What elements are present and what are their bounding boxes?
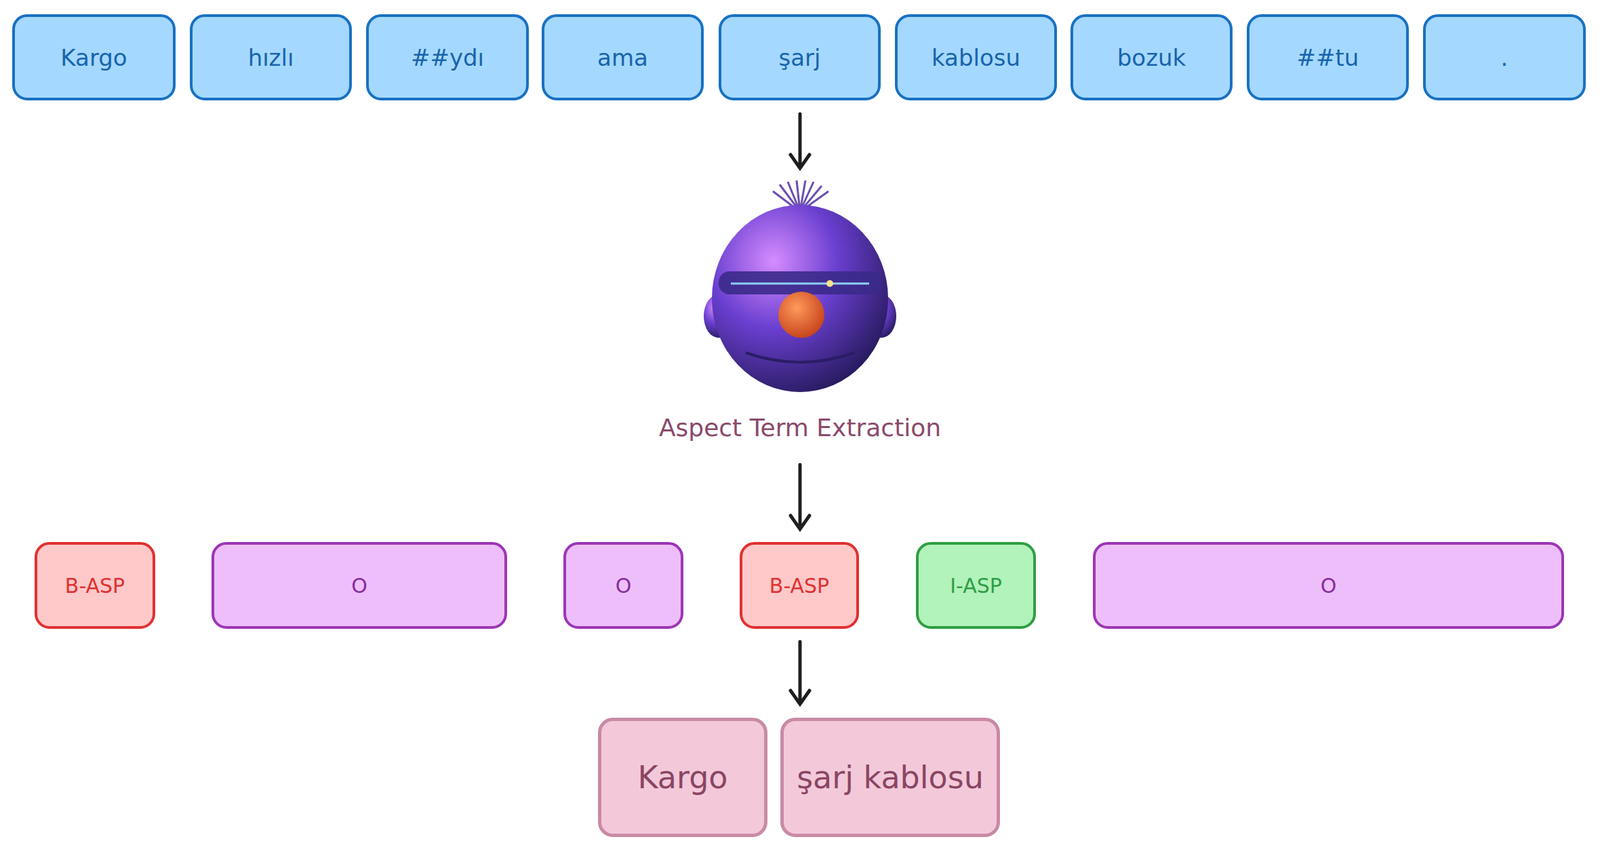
node-text: ama — [597, 44, 649, 72]
inside-tag-box: I-ASP — [915, 541, 1036, 629]
begin-tag-box: B-ASP — [34, 541, 156, 629]
node-text: ##tu — [1296, 44, 1360, 72]
begin-tag-box: B-ASP — [739, 541, 859, 629]
node-text: kablosu — [931, 44, 1021, 72]
node-text: . — [1501, 44, 1509, 72]
token-box: ##ydı — [366, 14, 529, 101]
token-box: ama — [541, 14, 704, 101]
node-text: B-ASP — [769, 573, 830, 598]
node-text: Kargo — [637, 758, 729, 796]
token-box: . — [1423, 14, 1586, 101]
token-box: hızlı — [189, 14, 352, 101]
token-box: kablosu — [894, 14, 1057, 101]
token-box: Kargo — [12, 14, 176, 101]
node-text: B-ASP — [65, 573, 125, 598]
token-box: şarj — [718, 14, 881, 101]
node-text: O — [351, 573, 368, 598]
node-text: I-ASP — [949, 573, 1003, 598]
outside-tag-box: O — [563, 541, 684, 629]
node-text: Kargo — [60, 44, 127, 72]
node-text: hızlı — [248, 44, 295, 72]
node-text: O — [1320, 573, 1337, 598]
node-text: şarj — [778, 44, 822, 72]
token-box: bozuk — [1070, 14, 1233, 101]
aspect-term-box: şarj kablosu — [780, 717, 1000, 837]
node-text: O — [615, 573, 632, 598]
node-text: şarj kablosu — [796, 758, 984, 796]
outside-tag-box: O — [211, 541, 508, 629]
outside-tag-box: O — [1092, 541, 1565, 629]
stage-label: Aspect Term Extraction — [528, 413, 1072, 442]
node-text: bozuk — [1117, 44, 1186, 72]
token-box: ##tu — [1246, 14, 1409, 101]
aspect-term-box: Kargo — [597, 717, 768, 837]
model-mascot — [703, 180, 897, 392]
node-text: ##ydı — [410, 44, 485, 72]
